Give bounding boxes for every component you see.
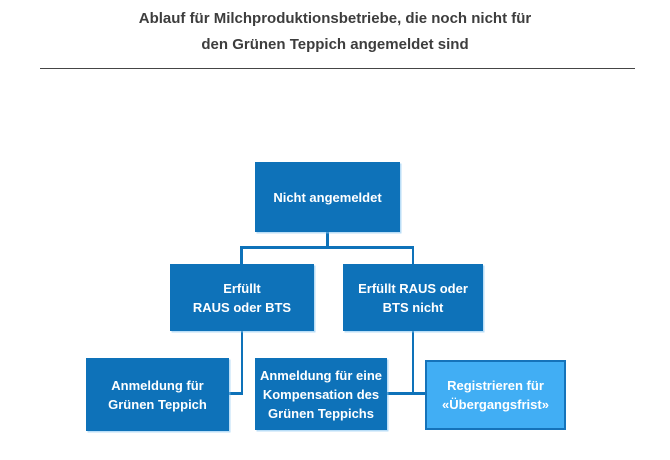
node-nicht-angemeldet: Nicht angemeldet [255, 162, 400, 232]
node-erfuellt-raus-bts: Erfüllt RAUS oder BTS [170, 264, 314, 331]
page-title-line-1: Ablauf für Milchproduktionsbetriebe, die… [138, 10, 532, 27]
connector-branch-horizontal [240, 246, 414, 249]
node-label: Anmeldung für eine Kompensation des Grün… [259, 367, 383, 421]
node-erfuellt-raus-bts-nicht: Erfüllt RAUS oder BTS nicht [343, 264, 483, 331]
connector-right-elbow-horizontal [387, 392, 425, 395]
title-divider [40, 68, 635, 69]
node-anmeldung-kompensation: Anmeldung für eine Kompensation des Grün… [255, 358, 387, 430]
node-label: Erfüllt RAUS oder BTS [192, 280, 292, 315]
connector-branch-left-drop [240, 246, 243, 265]
connector-top-stem [326, 232, 329, 247]
node-anmeldung-gruener-teppich: Anmeldung für Grünen Teppich [86, 358, 229, 431]
connector-right-elbow-vertical [411, 330, 414, 395]
node-label: Erfüllt RAUS oder BTS nicht [358, 280, 468, 315]
node-label: Anmeldung für Grünen Teppich [108, 377, 207, 412]
page-title: Ablauf für Milchproduktionsbetriebe, die… [0, 6, 670, 58]
connector-branch-right-drop [411, 246, 414, 265]
node-label: Registrieren für «Übergangsfrist» [442, 378, 549, 412]
node-registrieren-uebergangsfrist: Registrieren für «Übergangsfrist» [425, 360, 566, 430]
node-label: Nicht angemeldet [273, 189, 382, 205]
connector-left-elbow-vertical [240, 331, 243, 394]
page-title-line-2: den Grünen Teppich angemeldet sind [201, 36, 469, 53]
connector-left-elbow-horizontal [229, 392, 243, 395]
